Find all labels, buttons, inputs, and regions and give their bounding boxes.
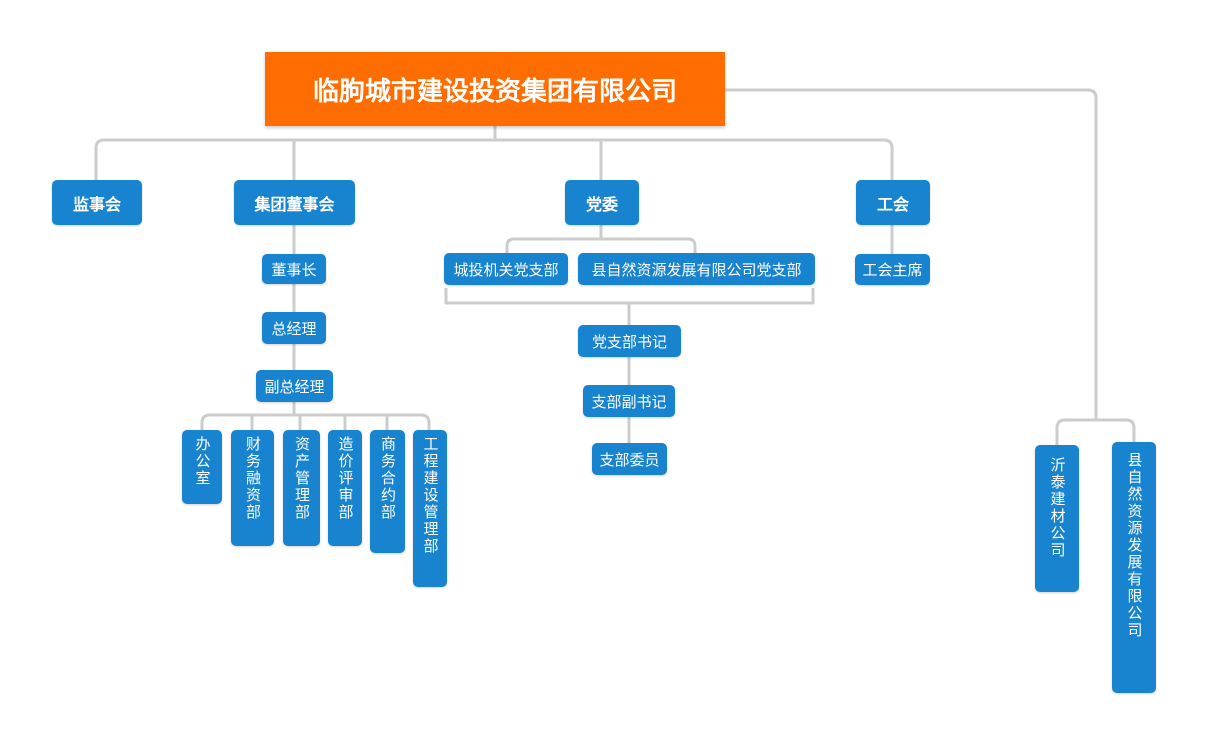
node-subsidiary-natural-resources-development: 县自然资源发展有限公司 (1112, 442, 1156, 693)
node-deputy-general-manager: 副总经理 (256, 370, 333, 402)
node-department-asset-management: 资产管理部 (283, 430, 320, 546)
node-branch-secretary: 党支部书记 (578, 325, 681, 357)
node-department-office: 办公室 (182, 430, 222, 504)
node-labor-union: 工会 (856, 180, 930, 225)
node-party-branch-natural-resources: 县自然资源发展有限公司党支部 (578, 253, 815, 285)
node-department-cost-review: 造价评审部 (328, 430, 362, 546)
node-deputy-secretary: 支部副书记 (583, 385, 675, 417)
node-party-committee: 党委 (565, 180, 639, 225)
root-company-title: 临朐城市建设投资集团有限公司 (265, 52, 725, 126)
node-union-chairman: 工会主席 (855, 254, 930, 285)
node-department-finance: 财务融资部 (231, 430, 274, 546)
node-supervisory-board: 监事会 (52, 180, 142, 225)
node-department-engineering: 工程建设管理部 (413, 430, 447, 587)
node-party-branch-chengtou: 城投机关党支部 (444, 253, 568, 285)
node-branch-member: 支部委员 (592, 443, 667, 475)
node-subsidiary-yitai-building-materials: 沂泰建材公司 (1035, 445, 1079, 592)
node-general-manager: 总经理 (262, 312, 326, 344)
node-chairman: 董事长 (262, 254, 326, 284)
node-group-board: 集团董事会 (234, 180, 355, 225)
node-department-commercial-contracts: 商务合约部 (370, 430, 405, 553)
